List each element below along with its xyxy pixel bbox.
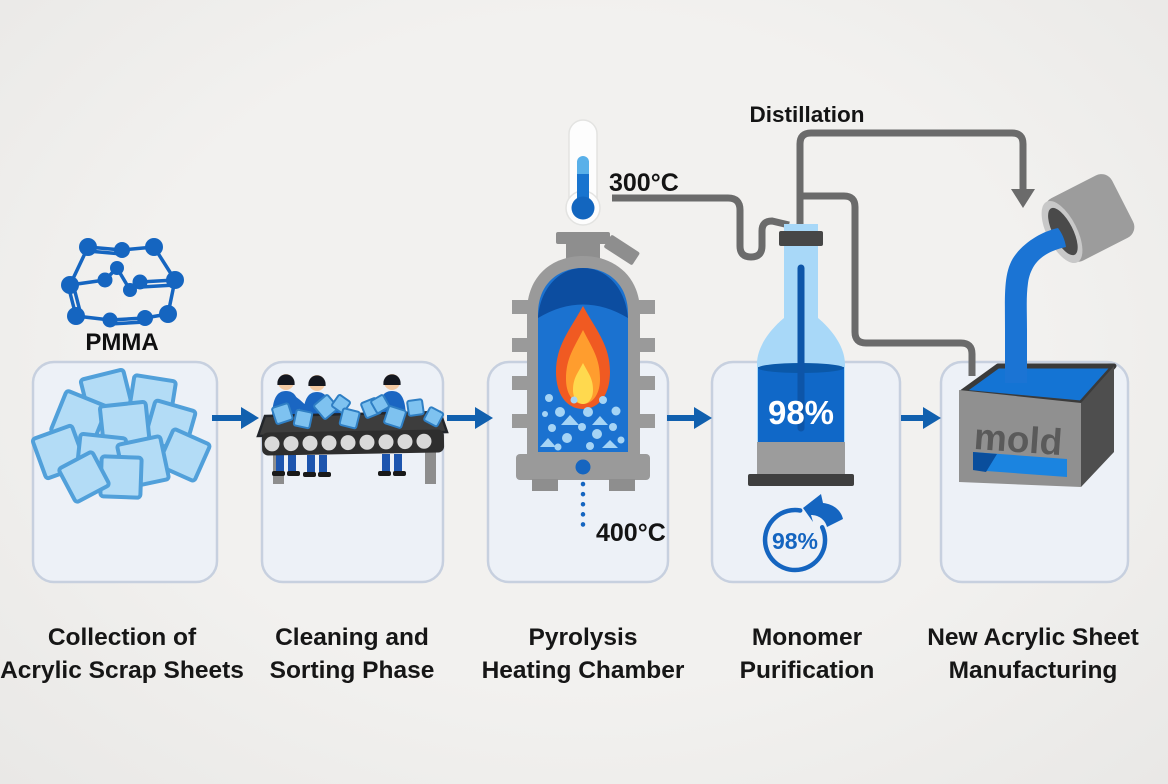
step-label-1-line1: Collection of [48,624,197,651]
worker-hair [383,374,401,385]
worker-hair [308,375,326,386]
mold-slot [973,452,1067,477]
pipe-vapor-line [612,194,790,261]
step-labels: Collection of Acrylic Scrap Sheets Clean… [0,624,1139,684]
flow-arrow-2 [447,407,493,429]
conveyor-belt-icon [256,374,449,484]
pipe-to-mold [803,192,976,376]
step-label-5-line2: Manufacturing [949,657,1118,684]
pyrolysis-chamber-icon [512,232,655,537]
step-label-3-line2: Heating Chamber [482,657,685,684]
chamber-fins [512,300,655,428]
recovery-rate-label: 98% [772,528,818,554]
step-label-4-line1: Monomer [752,624,863,651]
belt-scraps [271,394,445,430]
chamber-nozzle [604,235,640,265]
pmma-label: PMMA [85,329,158,356]
flow-arrow-3 [667,407,712,429]
pour-cylinder-icon [1041,174,1135,264]
bottle-collar [779,231,823,246]
pour-stream [1004,228,1066,383]
pipe-distillation [796,129,1027,230]
mold-label: mold [973,416,1064,463]
conveyor-rollers [264,433,432,452]
flame-icon [556,306,610,409]
pmma-molecule-icon [61,238,184,328]
step-label-4-line2: Purification [740,657,875,684]
drain-port [575,459,591,475]
bottle-base-plate [748,474,854,486]
step-label-5-line1: New Acrylic Sheet [927,624,1139,651]
step-label-2-line2: Sorting Phase [270,657,435,684]
thermometer-icon [565,119,601,226]
flow-arrow-4 [901,407,941,429]
top-temp-label: 300°C [609,169,679,197]
scrap-pile-icon [30,367,212,504]
worker-hair [277,374,295,385]
purification-bottle-icon: 98% [748,224,854,486]
pipe-arrowhead-icon [1011,189,1035,208]
bottom-temp-label: 400°C [596,519,666,547]
particles [540,394,625,451]
mold-side-face [1081,366,1114,487]
step-label-2-line1: Cleaning and [275,624,429,651]
table-leg-right [425,450,436,484]
bottle-stand [757,442,845,474]
chamber-cap [556,232,610,244]
bottle-purity-label: 98% [768,394,834,431]
step-label-3-line1: Pyrolysis [529,624,638,651]
step-label-1-line2: Acrylic Scrap Sheets [0,657,244,684]
cycle-arrow-icon [803,494,843,527]
mold-icon: mold [959,363,1117,487]
flow-arrow-1 [212,407,259,429]
recovery-badge-icon: 98% [762,494,843,573]
pipes [612,129,1027,376]
distillation-label: Distillation [749,102,864,127]
